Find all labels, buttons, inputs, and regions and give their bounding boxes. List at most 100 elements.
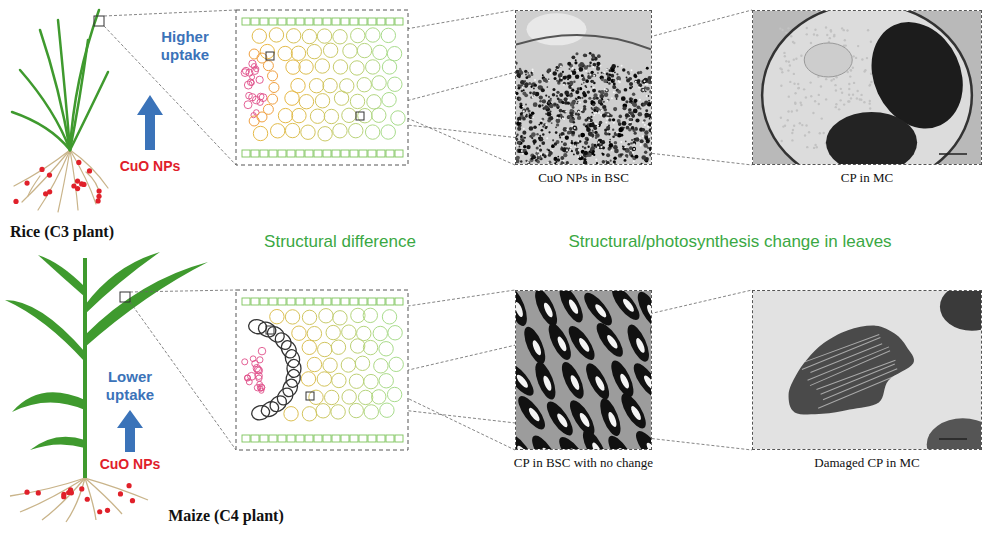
nanoparticle-dot (24, 490, 29, 495)
chloroplast (646, 322, 651, 364)
nanoparticle (525, 115, 528, 118)
cytoplasm-grain (779, 67, 781, 69)
mesophyll-cell (299, 94, 313, 108)
nanoparticle (556, 66, 559, 69)
cytoplasm-grain (848, 88, 850, 90)
speckle (606, 68, 608, 70)
mesophyll-cell (331, 405, 345, 419)
epidermis-cell (359, 298, 367, 305)
starch-grain (569, 374, 581, 391)
cytoplasm-grain (847, 100, 849, 102)
nanoparticle (611, 64, 616, 69)
cytoplasm-grain (825, 26, 827, 28)
nanoparticle (552, 88, 555, 91)
epidermis-cell (296, 150, 304, 157)
starch-grain (594, 375, 607, 392)
speckle (597, 147, 599, 149)
nanoparticle (554, 104, 556, 106)
speckle (633, 143, 635, 145)
nanoparticle (538, 104, 541, 107)
mesophyll-cell (286, 29, 300, 43)
micrograph-panel: CP in BSC with no change (515, 290, 652, 450)
nanoparticle (622, 106, 626, 110)
starch-grain (527, 406, 541, 422)
epidermis-cell (368, 435, 376, 442)
chloroplast-body (578, 426, 610, 449)
bundle-sheath-cell (287, 359, 302, 377)
speckle (642, 89, 644, 91)
rice-plant (12, 10, 108, 212)
mesophyll-cell (372, 76, 386, 90)
nanoparticle (556, 91, 559, 94)
nanoparticle (585, 86, 587, 88)
nanoparticle (562, 148, 567, 153)
mesophyll-cell (285, 310, 299, 324)
nanoparticle (580, 133, 585, 138)
speckle (566, 149, 568, 151)
bundle-sheath-cell (249, 116, 259, 126)
mesophyll-cell (333, 124, 347, 138)
panel-caption: Damaged CP in MC (814, 456, 919, 471)
nanoparticle (532, 91, 536, 95)
nanoparticle (628, 73, 630, 75)
nanoparticle (538, 137, 540, 139)
speckle (598, 141, 600, 143)
nanoparticle (579, 97, 581, 99)
nanoparticle (520, 112, 523, 115)
cytoplasm-grain (820, 85, 822, 87)
cytoplasm-grain (793, 58, 795, 60)
epidermis-cell (260, 18, 268, 25)
nanoparticle (563, 82, 566, 85)
nanoparticle (624, 88, 628, 92)
nanoparticle (631, 139, 633, 141)
nanoparticle (534, 84, 537, 87)
nanoparticle (622, 146, 626, 150)
nanoparticle (542, 125, 544, 127)
nanoparticle (556, 95, 558, 97)
section-heading: Structural difference (264, 232, 416, 252)
maize-leaves (5, 252, 208, 450)
speckle (595, 158, 597, 160)
nanoparticle (633, 99, 637, 103)
mesophyll-cell (315, 59, 329, 73)
chloroplast-body (646, 322, 651, 364)
nanoparticle-dot (96, 194, 101, 199)
cytoplasm-grain (843, 103, 845, 105)
nanoparticle (645, 91, 647, 93)
nanoparticle (520, 136, 522, 138)
nanoparticle (583, 93, 586, 96)
epidermis-cell (350, 18, 358, 25)
bundle-sheath-cell (280, 377, 300, 399)
mesophyll-cell (364, 374, 378, 388)
nanoparticle (643, 144, 647, 148)
epidermis-cell (269, 18, 277, 25)
nanoparticle (516, 134, 518, 136)
mesophyll-cell (363, 308, 377, 322)
cytoplasm-grain (793, 42, 795, 44)
speckle (642, 135, 644, 137)
chloroplast (604, 432, 638, 449)
panel-caption: CP in MC (841, 171, 893, 186)
nanoparticle (589, 52, 592, 55)
bundle-sheath-cell (256, 320, 278, 340)
nanoparticle-dot (71, 183, 76, 188)
mesophyll-cell (299, 60, 313, 74)
nanoparticle (598, 96, 600, 98)
nanoparticle (606, 126, 610, 130)
mesophyll-cell (310, 109, 324, 123)
nanoparticle (563, 127, 568, 132)
nanoparticle (615, 108, 617, 110)
nanoparticle (573, 153, 575, 155)
mesophyll-cell (285, 123, 299, 137)
nanoparticle (635, 155, 639, 159)
mesophyll-cell (318, 127, 332, 141)
nanoparticle-dot (36, 490, 41, 495)
epidermis-cell (332, 298, 340, 305)
nanoparticle (564, 97, 568, 101)
nanoparticle (551, 122, 553, 124)
starch-grain (607, 411, 618, 428)
epidermis-cell (377, 435, 385, 442)
nanoparticle (609, 147, 611, 149)
micrograph-panel: Damaged CP in MC (752, 290, 982, 450)
nanoparticle (517, 97, 521, 101)
